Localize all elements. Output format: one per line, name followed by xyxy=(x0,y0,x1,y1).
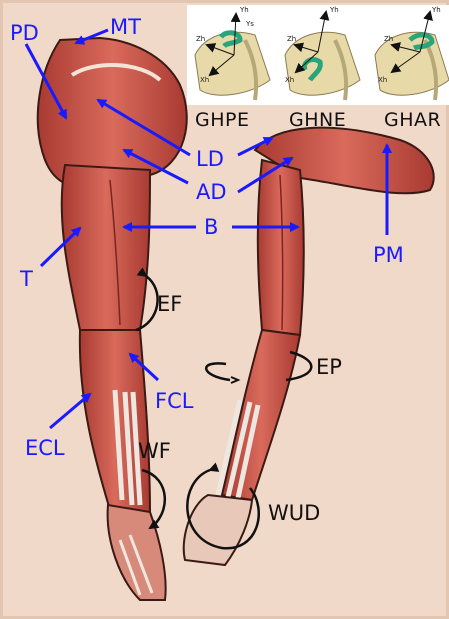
label-ghpe: GHPE xyxy=(195,109,249,131)
label-b: B xyxy=(204,215,218,239)
label-ef: EF xyxy=(157,292,182,316)
label-ghne: GHNE xyxy=(289,109,346,131)
label-wf: WF xyxy=(138,439,171,463)
label-t: T xyxy=(19,267,33,291)
label-fcl: FCL xyxy=(155,389,194,413)
label-pd: PD xyxy=(10,21,39,45)
axis-label-xh: Xh xyxy=(200,76,209,84)
axis-label-yh: Yh xyxy=(239,6,249,14)
label-pm: PM xyxy=(373,243,404,267)
axis-label-yh: Yh xyxy=(329,6,339,14)
label-ghar: GHAR xyxy=(384,109,441,131)
axis-label-ys: Ys xyxy=(245,20,254,28)
label-mt: MT xyxy=(110,15,141,39)
axis-label-zh: Zh xyxy=(196,35,205,43)
axis-label-xh: Xh xyxy=(378,76,387,84)
label-ld: LD xyxy=(196,147,224,171)
axis-label-yh: Yh xyxy=(431,6,441,14)
left-upper-arm xyxy=(62,165,150,330)
label-ep: EP xyxy=(316,355,342,379)
label-wud: WUD xyxy=(268,501,320,525)
axis-label-zh: Zh xyxy=(384,35,393,43)
label-ad: AD xyxy=(196,180,227,204)
axis-label-xh: Xh xyxy=(285,76,294,84)
joint-view-panels: Yh Zh Xh Ys Yh Zh Xh Yh Zh Xh xyxy=(187,5,449,105)
label-ecl: ECL xyxy=(25,436,65,460)
axis-label-zh: Zh xyxy=(287,35,296,43)
